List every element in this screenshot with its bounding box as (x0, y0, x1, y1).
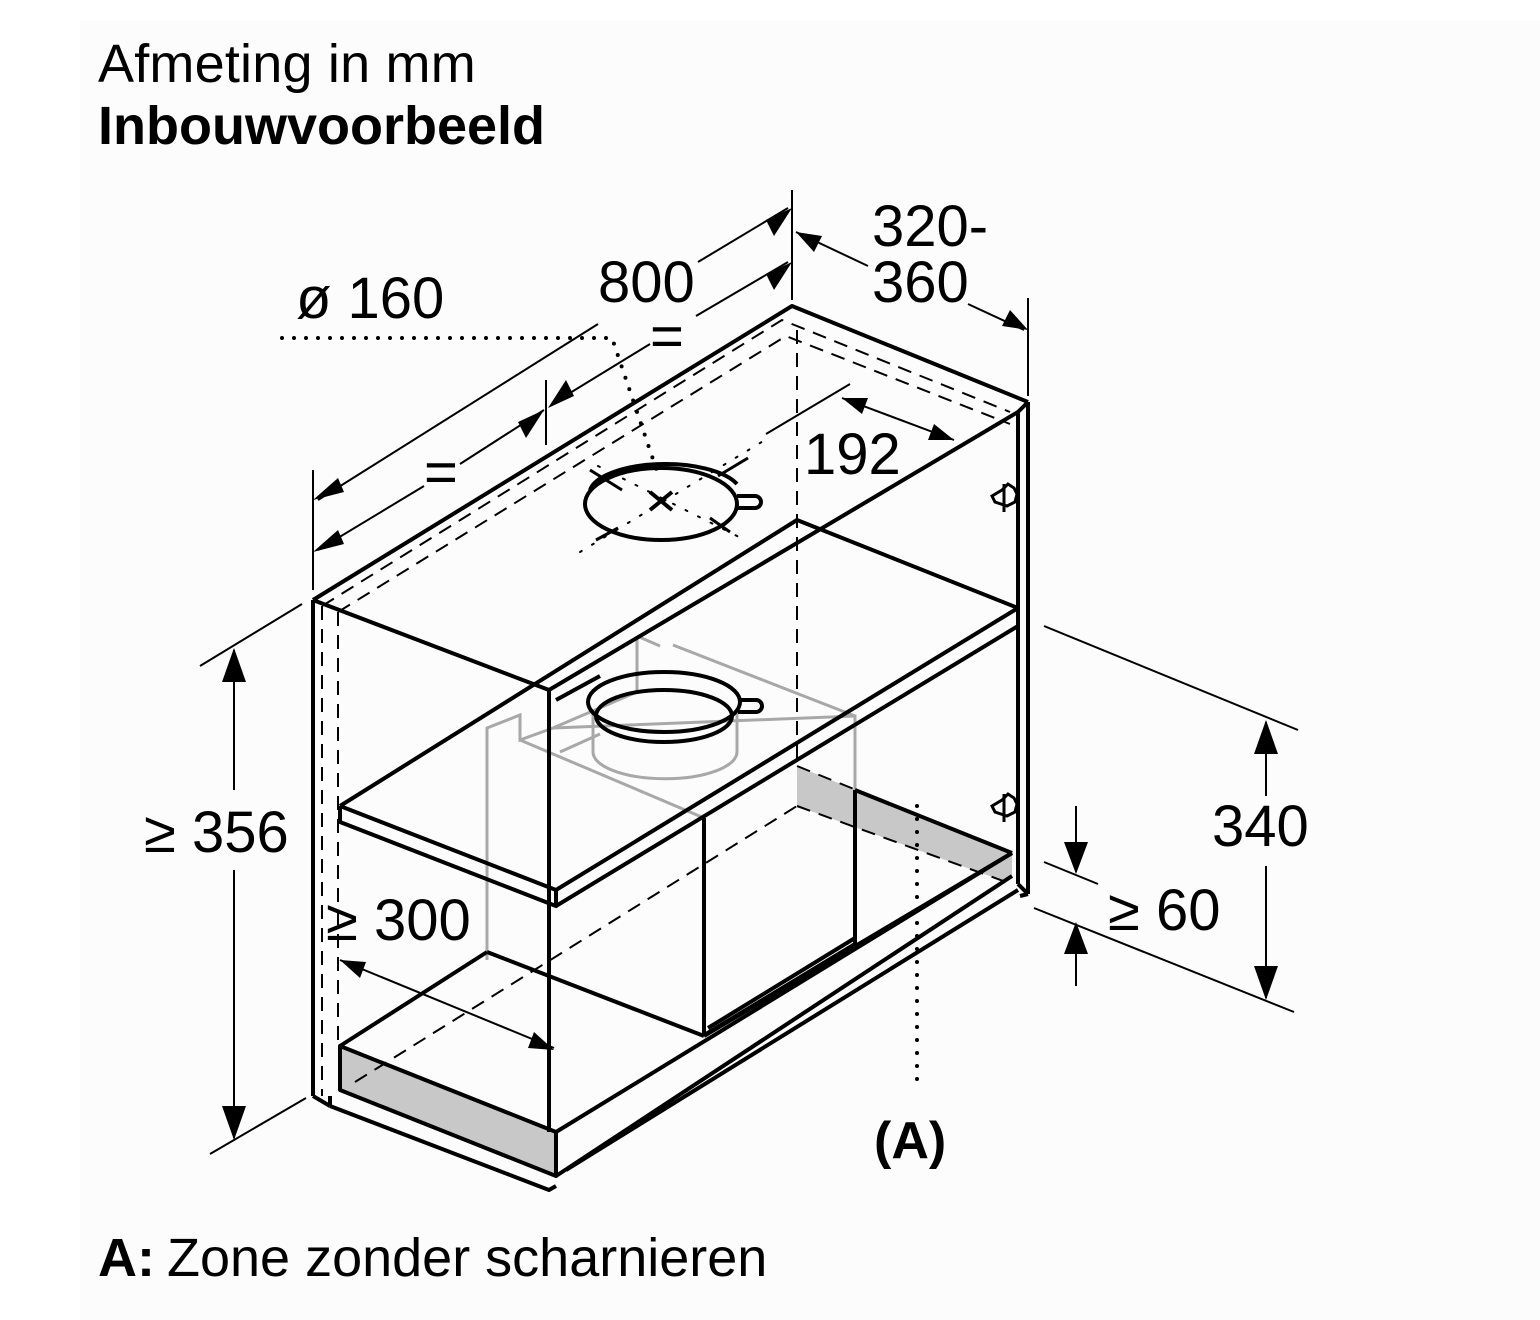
min-clearance-label: ≥ 60 (1108, 878, 1220, 943)
legend-key: A: (98, 1228, 155, 1288)
duct-diameter-label: ø 160 (296, 266, 444, 331)
duct-ring-shelf (555, 670, 764, 744)
equal-right-label: = (650, 304, 684, 369)
hood-height-label: 340 (1212, 794, 1309, 859)
depth-label-line1: 320- (872, 194, 988, 259)
legend-text: Zone zonder scharnieren (166, 1228, 768, 1288)
legend: A:Zone zonder scharnieren (98, 1226, 767, 1290)
center-lines (579, 439, 766, 553)
duct-cutout-top (583, 456, 763, 542)
hidden-edges (321, 318, 1013, 1096)
min-height-label: ≥ 356 (144, 800, 289, 865)
cabinet (311, 304, 1030, 1192)
cutout-offset-label: 192 (804, 422, 901, 487)
equal-left-label: = (424, 440, 458, 505)
arrowheads (222, 208, 1278, 1140)
page-title: Afmeting in mm (98, 34, 476, 94)
zone-a-marker: (A) (874, 1112, 946, 1170)
hinge-icon (990, 482, 1019, 512)
page-subtitle: Inbouwvoorbeeld (98, 96, 546, 156)
hinge-icon (990, 792, 1019, 822)
duct-diameter-leader (280, 336, 662, 482)
min-depth-label: ≥ 300 (326, 888, 471, 953)
depth-label-line2: 360 (872, 250, 969, 315)
width-label: 800 (598, 250, 695, 315)
zone-a-shading (340, 766, 1012, 1176)
